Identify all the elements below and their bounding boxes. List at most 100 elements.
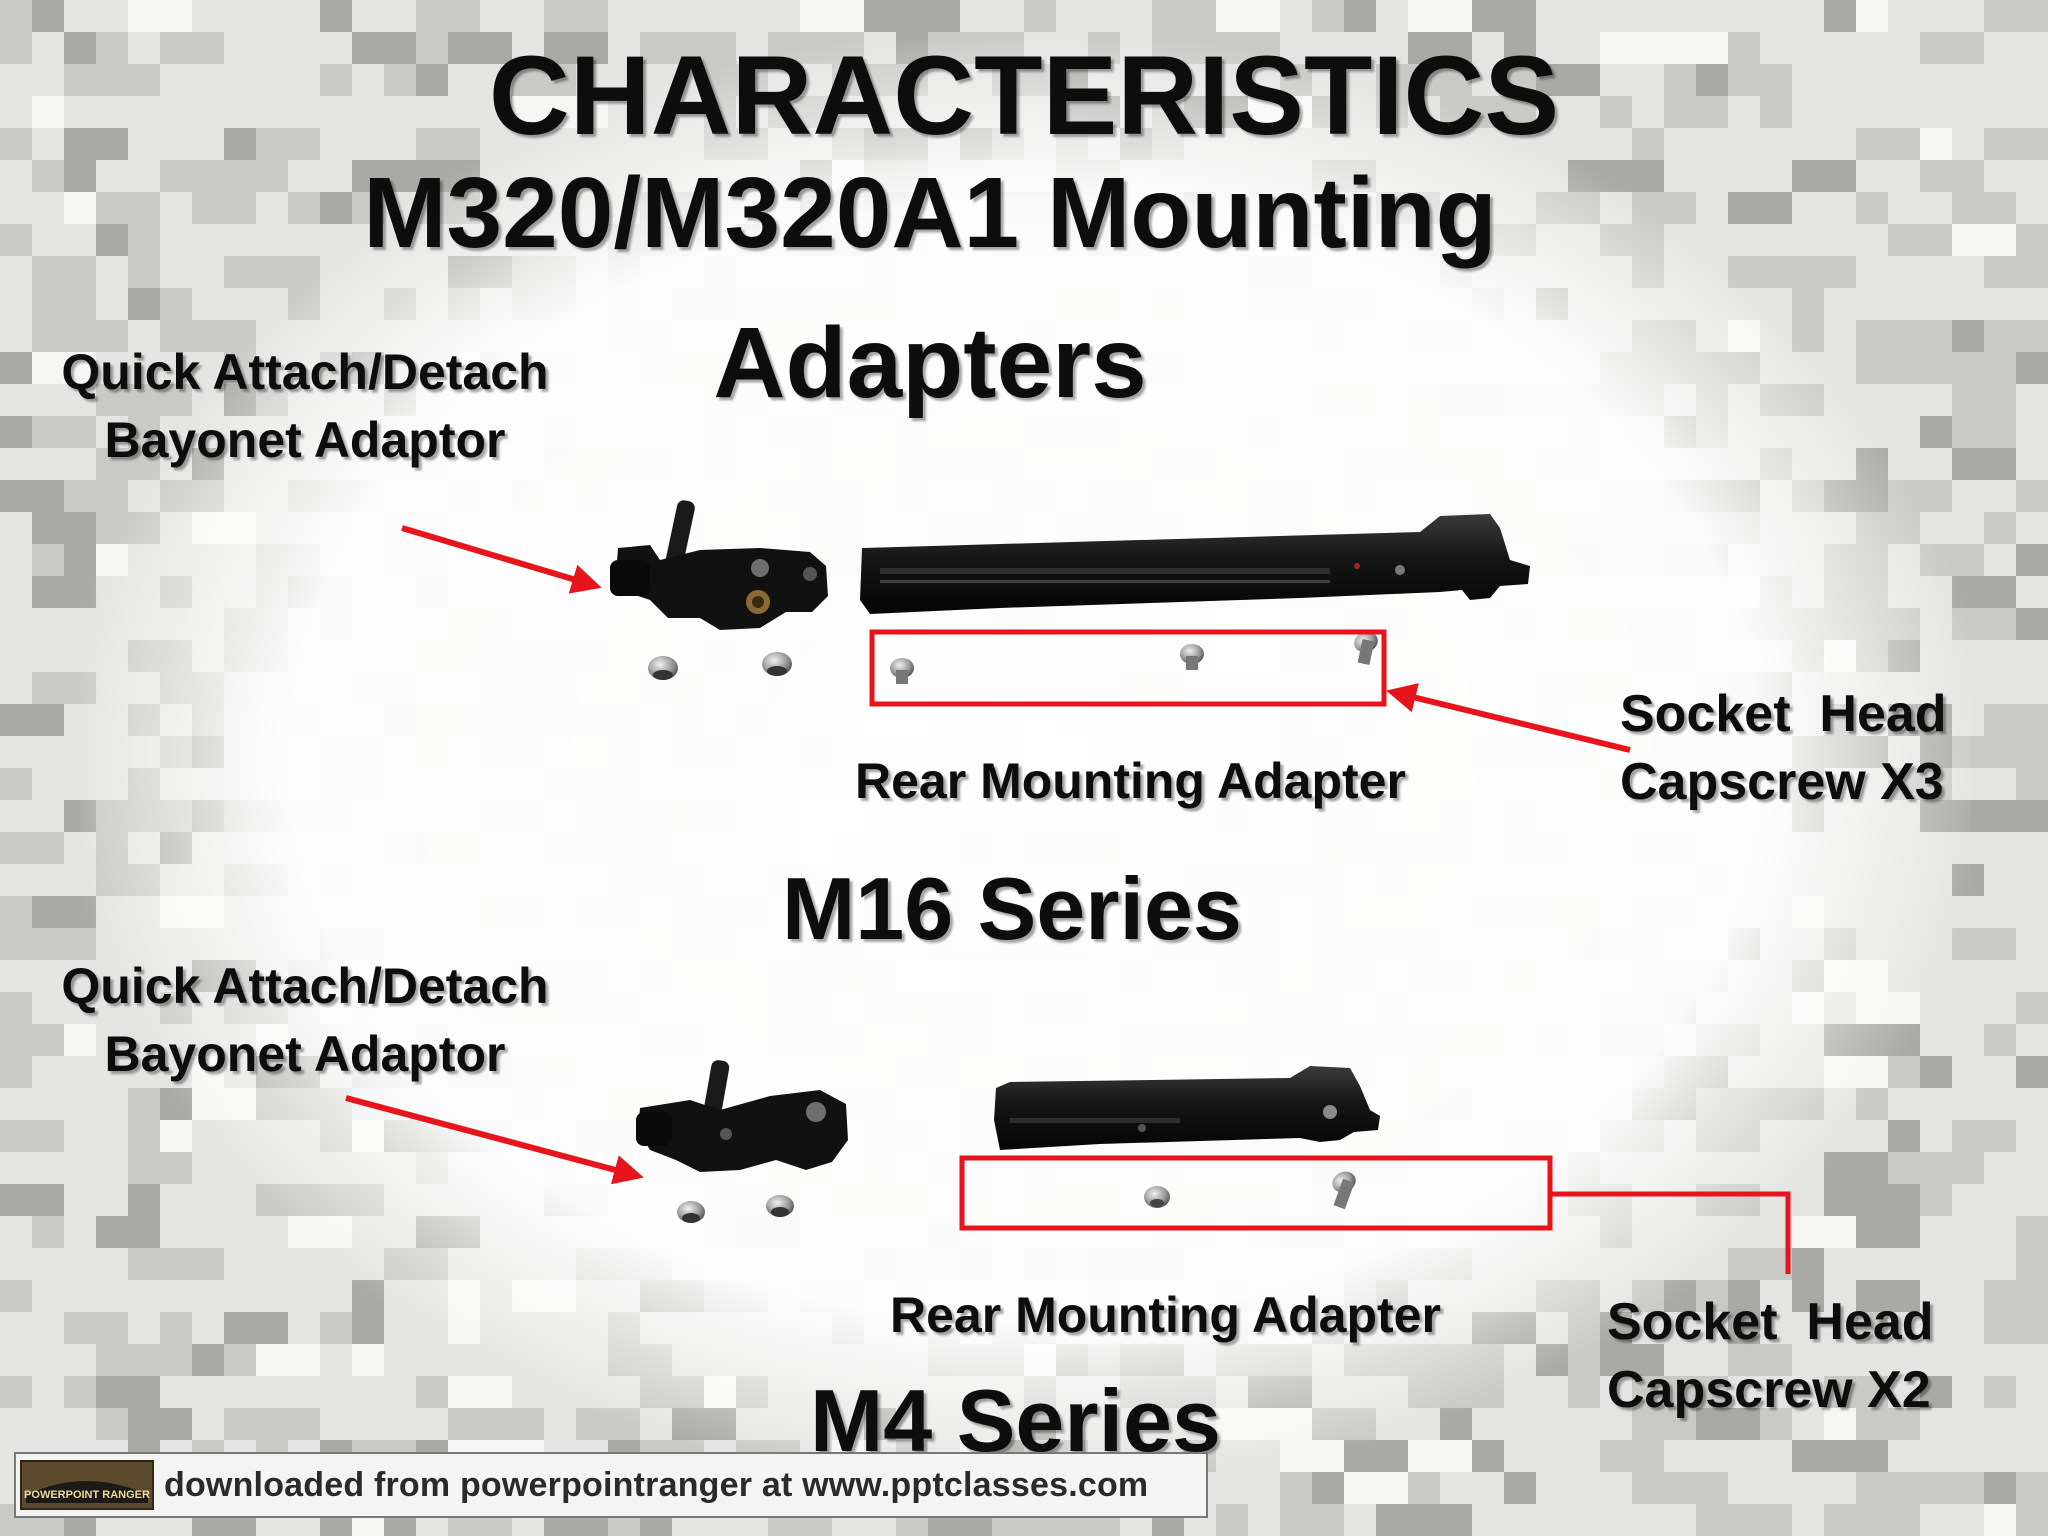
- camo-pixel: [128, 0, 192, 32]
- camo-pixel: [0, 224, 32, 256]
- camo-pixel: [1984, 320, 2048, 352]
- camo-pixel: [1184, 0, 1216, 32]
- m4-capscrew-label: Socket Head Capscrew X2: [1607, 1288, 1934, 1424]
- m16-capscrew-label-line-1: Socket Head: [1620, 685, 1947, 743]
- camo-pixel: [1888, 1504, 1920, 1536]
- footer-banner[interactable]: POWERPOINT RANGER downloaded from powerp…: [14, 1452, 1208, 1518]
- m4-rear-mounting-adapter-icon: [994, 1066, 1380, 1150]
- camo-pixel: [2016, 1248, 2048, 1280]
- camo-pixel: [1408, 0, 1472, 32]
- m16-capscrews-icon: [890, 631, 1378, 684]
- camo-pixel: [1312, 0, 1344, 32]
- camo-pixel: [1984, 704, 2048, 736]
- camo-pixel: [1216, 1504, 1248, 1536]
- camo-pixel: [320, 0, 352, 32]
- m16-series-heading: M16 Series: [782, 859, 1242, 958]
- camo-pixel: [0, 1376, 32, 1408]
- camo-pixel: [1984, 512, 2016, 544]
- m16-bayonet-label-line-2: Bayonet Adaptor: [104, 412, 506, 468]
- camo-pixel: [1024, 0, 1056, 32]
- camo-pixel: [1472, 0, 1536, 32]
- camo-pixel: [1984, 352, 2016, 384]
- camo-pixel: [1280, 1504, 1344, 1536]
- camo-pixel: [1216, 0, 1280, 32]
- camo-pixel: [1760, 1504, 1792, 1536]
- background-halo: [80, 40, 1970, 1480]
- camo-pixel: [2016, 608, 2048, 640]
- camo-pixel: [1984, 1024, 2016, 1056]
- camo-pixel: [0, 992, 32, 1024]
- camo-pixel: [0, 1184, 64, 1216]
- camo-pixel: [416, 0, 480, 32]
- slide-title: CHARACTERISTICS: [488, 33, 1560, 158]
- camo-pixel: [0, 1120, 64, 1152]
- camo-pixel: [1856, 0, 1888, 32]
- camo-pixel: [2016, 352, 2048, 384]
- m4-capscrew-label-line-2: Capscrew X2: [1607, 1361, 1931, 1419]
- camo-pixel: [0, 1280, 32, 1312]
- m4-capscrew-highlight-box: [959, 1155, 1553, 1231]
- camo-pixel: [2016, 736, 2048, 768]
- camo-pixel: [2016, 1216, 2048, 1248]
- m16-rear-mounting-adapter-icon: [860, 514, 1530, 614]
- m16-bayonet-adaptor-label: Quick Attach/Detach Bayonet Adaptor: [20, 338, 590, 474]
- m16-rear-adapter-label: Rear Mounting Adapter: [855, 753, 1406, 809]
- camo-pixel: [0, 1056, 32, 1088]
- camo-pixel: [1344, 0, 1376, 32]
- m4-capscrew-label-line-1: Socket Head: [1607, 1293, 1934, 1351]
- camo-pixel: [832, 0, 864, 32]
- m16-capscrew-highlight-box: [869, 629, 1387, 707]
- camo-pixel: [1984, 1376, 2016, 1408]
- m4-bayonet-label-line-1: Quick Attach/Detach: [61, 958, 549, 1014]
- camo-pixel: [0, 768, 32, 800]
- camo-pixel: [544, 0, 608, 32]
- m16-capscrew-label: Socket Head Capscrew X3: [1620, 680, 1947, 816]
- m4-bayonet-adaptor-icon: [636, 1060, 848, 1172]
- m16-capscrew-arrow: [1386, 683, 1631, 753]
- camo-pixel: [0, 128, 32, 160]
- camo-pixel: [32, 1216, 64, 1248]
- m4-capscrew-leader-line: [1550, 1191, 1791, 1274]
- m4-capscrews-icon: [1144, 1171, 1356, 1210]
- camo-pixel: [0, 928, 64, 960]
- m4-bayonet-adaptor-label: Quick Attach/Detach Bayonet Adaptor: [20, 952, 590, 1088]
- ranger-tab-icon: POWERPOINT RANGER: [24, 1481, 150, 1503]
- slide-subtitle: M320/M320A1 Mounting Adapters: [180, 138, 1680, 438]
- camo-pixel: [2016, 128, 2048, 160]
- camo-pixel: [1984, 576, 2016, 608]
- camo-pixel: [864, 0, 896, 32]
- camo-pixel: [2016, 992, 2048, 1024]
- camo-pixel: [1984, 928, 2016, 960]
- camo-pixel: [0, 32, 32, 64]
- logo-text: POWERPOINT RANGER: [24, 1489, 150, 1501]
- camo-pixel: [2016, 1472, 2048, 1504]
- powerpoint-ranger-logo: POWERPOINT RANGER: [20, 1460, 154, 1510]
- camo-pixel: [0, 704, 64, 736]
- footer-download-text[interactable]: downloaded from powerpointranger at www.…: [164, 1465, 1149, 1504]
- m16-bayonet-adaptor-icon: [610, 500, 828, 630]
- camo-pixel: [1984, 128, 2016, 160]
- m4-rear-adapter-label: Rear Mounting Adapter: [890, 1287, 1441, 1343]
- camo-pixel: [2016, 1504, 2048, 1536]
- camo-pixel: [2016, 0, 2048, 32]
- camo-pixel: [0, 480, 64, 512]
- camo-pixel: [2016, 1280, 2048, 1312]
- camo-pixel: [2016, 768, 2048, 800]
- camo-pixel: [1408, 1504, 1472, 1536]
- m16-adaptor-screws-icon: [648, 652, 792, 680]
- camo-pixel: [2016, 1056, 2048, 1088]
- camo-pixel: [32, 0, 64, 32]
- m4-adaptor-screws-icon: [677, 1195, 794, 1223]
- m16-capscrew-label-line-2: Capscrew X3: [1620, 753, 1944, 811]
- camo-pixel: [0, 832, 64, 864]
- m4-bayonet-arrow: [345, 1095, 644, 1185]
- camo-pixel: [32, 96, 64, 128]
- m4-bayonet-label-line-2: Bayonet Adaptor: [104, 1026, 506, 1082]
- camo-pixel: [1824, 1504, 1888, 1536]
- camo-pixel: [1696, 1504, 1728, 1536]
- subtitle-line-2: Adapters: [713, 307, 1147, 419]
- camo-pixel: [32, 288, 64, 320]
- camo-pixel: [2016, 480, 2048, 512]
- camo-pixel: [1984, 800, 2048, 832]
